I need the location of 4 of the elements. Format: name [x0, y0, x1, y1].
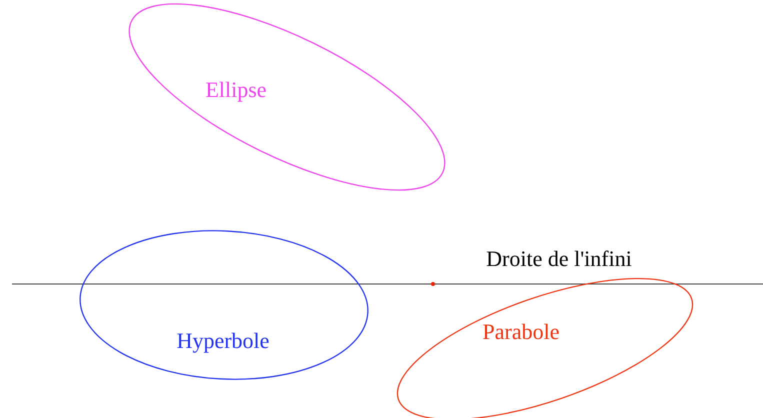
- curve-label: Hyperbole: [176, 330, 270, 352]
- line-label: Droite de l'infini: [486, 248, 632, 270]
- curve-label: Ellipse: [205, 79, 267, 101]
- curve-label: Parabole: [482, 321, 560, 343]
